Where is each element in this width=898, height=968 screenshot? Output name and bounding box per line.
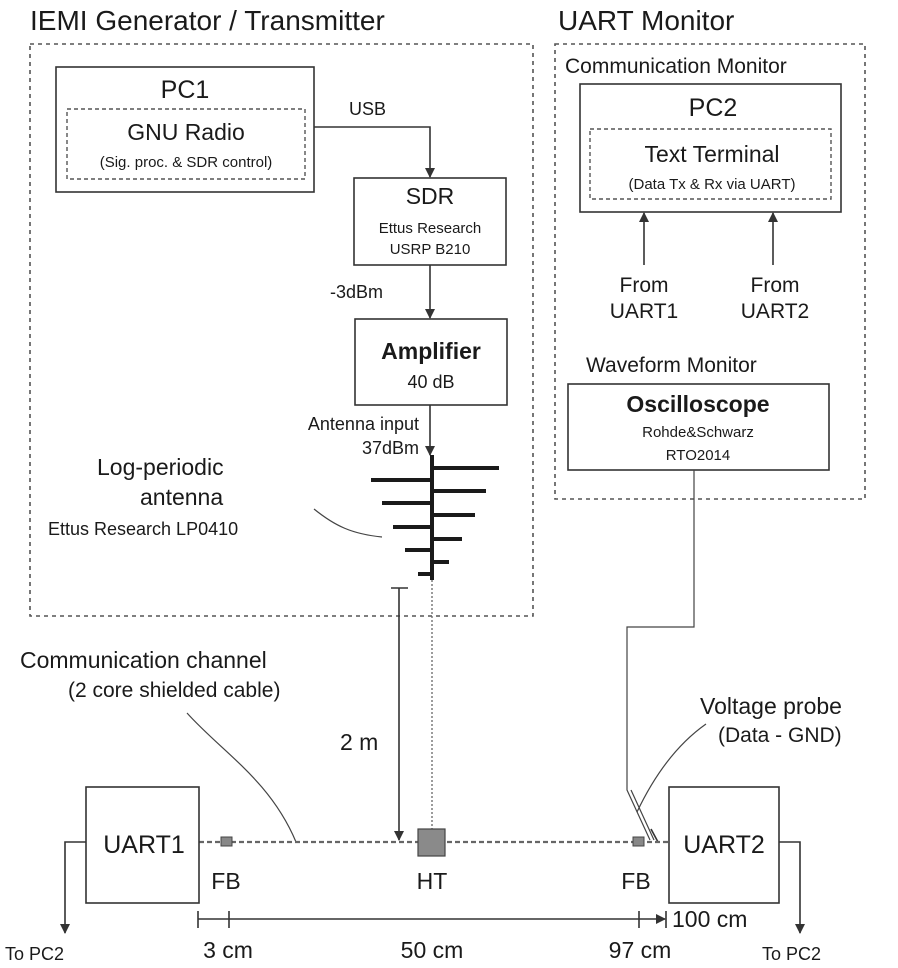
pc2-block: PC2 Text Terminal (Data Tx & Rx via UART… (579, 83, 842, 213)
ht-label: HT (417, 868, 448, 894)
usb-label: USB (349, 99, 386, 119)
log-periodic-antenna-icon (371, 455, 499, 580)
scale-tick-50cm: 50 cm (401, 937, 464, 963)
antenna-input-label: Antenna input (308, 414, 419, 434)
uart2-block: UART2 (668, 786, 780, 904)
sdr-output-power: -3dBm (330, 282, 383, 302)
channel-annotation: Communication channel (2 core shielded c… (20, 647, 297, 843)
generator-title: IEMI Generator / Transmitter (30, 5, 385, 36)
ht-injection-point-icon (417, 828, 446, 857)
iemi-generator-section: IEMI Generator / Transmitter (29, 5, 534, 617)
ferrite-bead-right-icon (632, 836, 645, 847)
text-terminal-note: (Data Tx & Rx via UART) (629, 176, 796, 193)
uart2-output: To PC2 (762, 841, 821, 964)
gnu-radio-note: (Sig. proc. & SDR control) (100, 154, 273, 171)
amplifier-block: Amplifier 40 dB (354, 318, 508, 406)
ferrite-bead-left-icon (220, 836, 233, 847)
from-uart1-line1: From (620, 274, 669, 297)
uart2-destination: To PC2 (762, 944, 821, 964)
uart-monitor-section: UART Monitor Communication Monitor Wavef… (554, 5, 866, 500)
usb-link: USB (314, 99, 435, 178)
comm-monitor-title: Communication Monitor (565, 55, 787, 78)
channel-note: (2 core shielded cable) (68, 679, 280, 702)
from-uart1-line2: UART1 (610, 300, 678, 323)
antenna-input-power: 37dBm (362, 438, 419, 458)
distance-label: 2 m (340, 729, 378, 755)
uart1-label: UART1 (103, 831, 185, 859)
probe-label: Voltage probe (700, 693, 842, 719)
oscilloscope-model: RTO2014 (666, 447, 731, 464)
scale-tick-97cm: 97 cm (609, 937, 672, 963)
uart1-block: UART1 (85, 786, 200, 904)
amplifier-title: Amplifier (381, 338, 481, 364)
position-scale: 100 cm 3 cm 50 cm 97 cm (197, 906, 747, 963)
monitor-title: UART Monitor (558, 5, 734, 36)
channel-label: Communication channel (20, 647, 267, 673)
amplifier-gain: 40 dB (407, 372, 454, 392)
distance-annotation: 2 m (340, 580, 433, 841)
sdr-model: USRP B210 (390, 241, 471, 258)
probe-note: (Data - GND) (718, 724, 842, 747)
antenna-name-line2: antenna (140, 484, 223, 510)
antenna-model: Ettus Research LP0410 (48, 519, 238, 539)
sdr-vendor: Ettus Research (379, 220, 482, 237)
fb-right-label: FB (621, 868, 650, 894)
oscilloscope-block: Oscilloscope Rohde&Schwarz RTO2014 (567, 383, 830, 471)
probe-cable (626, 470, 695, 841)
sdr-block: SDR Ettus Research USRP B210 (353, 177, 507, 266)
uart1-destination: To PC2 (5, 944, 64, 964)
waveform-monitor-title: Waveform Monitor (586, 354, 757, 377)
probe-cable-shadow (630, 789, 655, 841)
sdr-title: SDR (406, 183, 455, 209)
uart2-label: UART2 (683, 831, 765, 859)
probe-annotation: Voltage probe (Data - GND) (636, 693, 842, 813)
pc1-title: PC1 (161, 76, 210, 104)
pc2-inputs: From UART1 From UART2 (610, 212, 809, 323)
oscilloscope-vendor: Rohde&Schwarz (642, 424, 754, 441)
probe-tip-icon (650, 828, 659, 843)
antenna-name-line1: Log-periodic (97, 454, 224, 480)
oscilloscope-title: Oscilloscope (626, 391, 769, 417)
fb-left-label: FB (211, 868, 240, 894)
scale-tick-3cm: 3 cm (203, 937, 253, 963)
scale-end-label: 100 cm (672, 906, 747, 932)
pc1-block: PC1 GNU Radio (Sig. proc. & SDR control) (55, 66, 315, 193)
sdr-to-amp-link: -3dBm (330, 265, 435, 319)
text-terminal-label: Text Terminal (644, 141, 779, 167)
from-uart2-line2: UART2 (741, 300, 809, 323)
from-uart2-line1: From (751, 274, 800, 297)
amp-to-antenna-link: Antenna input 37dBm (308, 405, 435, 458)
antenna-label: Log-periodic antenna Ettus Research LP04… (48, 454, 383, 539)
pc2-title: PC2 (689, 94, 738, 122)
uart1-output: To PC2 (5, 841, 86, 964)
gnu-radio-label: GNU Radio (127, 119, 245, 145)
